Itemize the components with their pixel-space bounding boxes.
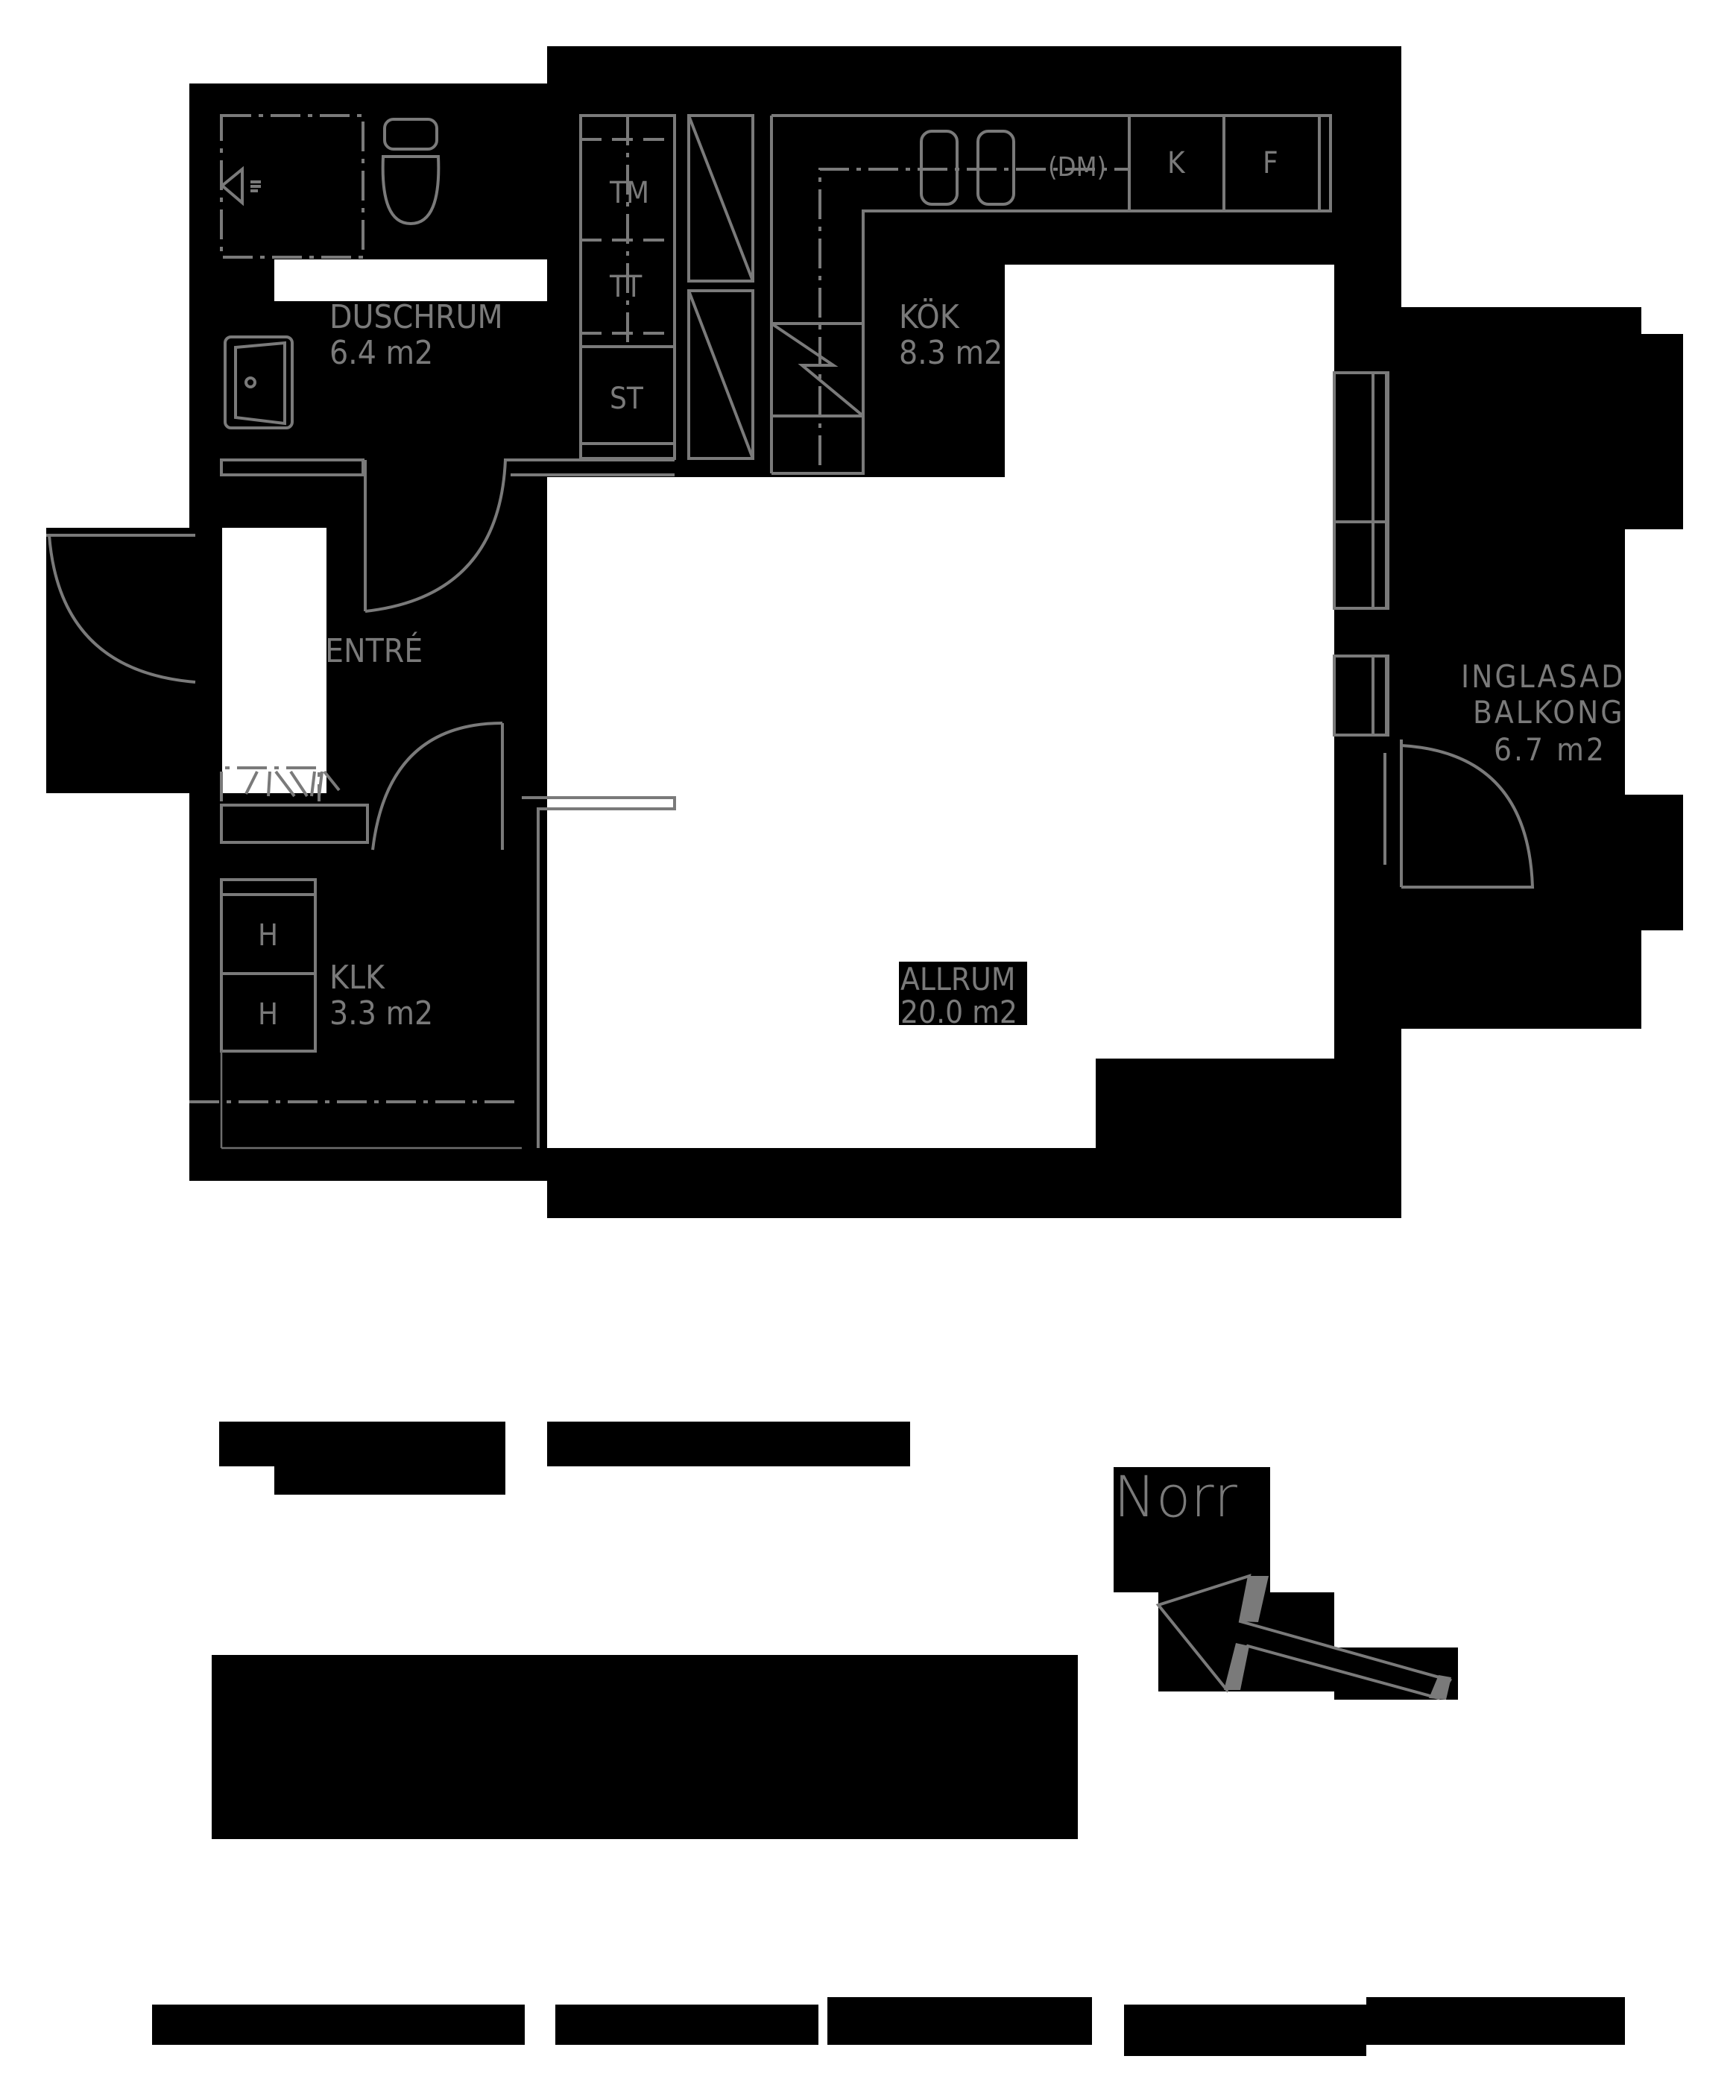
shower-head-icon [219,165,244,206]
room-name-kok: KÖK [899,297,960,336]
compass-label: Norr [1114,1463,1238,1530]
room-labels: DUSCHRUM 6.4 m2 KÖK 8.3 m2 ENTRÉ KLK 3.3… [325,297,1625,1032]
room-name-entre: ENTRÉ [325,631,423,670]
north-arrow-icon [1155,1574,1453,1700]
room-name-allrum: ALLRUM [900,961,1015,997]
legend-blocks [152,1422,1625,2056]
f-label: F [1263,146,1278,180]
room-area-kok: 8.3 m2 [899,334,1003,372]
compass: Norr [1114,1463,1458,1700]
white-regions [222,259,1683,1148]
room-name-balkong-1: INGLASAD [1461,658,1625,695]
room-area-duschrum: 6.4 m2 [329,334,433,372]
room-name-balkong-2: BALKONG [1473,694,1625,731]
balcony-windows [1333,371,1535,889]
kitchen-counter: (DM) K F [770,114,1332,475]
room-area-balkong: 6.7 m2 [1494,731,1606,768]
tt-label: TT [609,270,643,304]
dm-label: (DM) [1048,152,1106,183]
wardrobes [687,114,773,473]
oven-symbol-icon [770,322,865,417]
klk-cabinets: H H [189,878,522,1150]
k-label: K [1167,146,1186,180]
balcony-door-swing [1401,744,1535,889]
room-name-duschrum: DUSCHRUM [329,298,503,336]
laundry-column: TM TT ST [579,114,676,460]
room-area-klk: 3.3 m2 [329,994,433,1032]
room-name-klk: KLK [329,959,385,997]
st-label: ST [610,382,644,416]
toilet-icon [381,118,441,226]
shower-area [219,114,364,259]
tm-label: TM [609,176,649,210]
h-label-1: H [258,918,278,953]
room-area-allrum: 20.0 m2 [900,994,1017,1030]
sink-icon [224,335,294,429]
h-label-2: H [258,997,278,1032]
coat-hanger-icon [244,770,341,798]
partitions [46,458,676,1148]
